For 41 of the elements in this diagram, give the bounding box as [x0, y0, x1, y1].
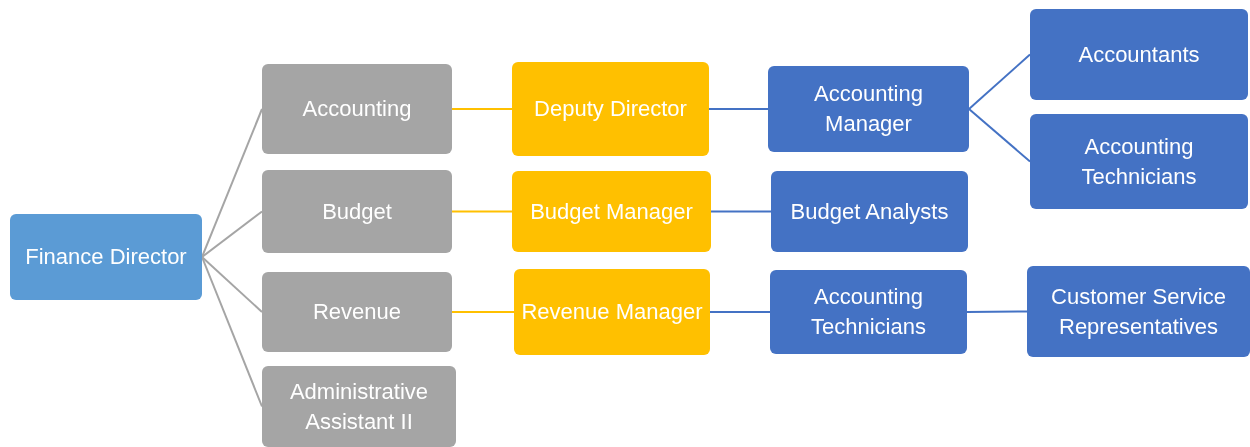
connector-line — [201, 256, 263, 408]
box-label: Budget — [322, 197, 392, 226]
box-label: Accounting Manager — [813, 80, 924, 138]
connector-line — [451, 311, 515, 313]
connector-line — [968, 108, 1031, 163]
box-label: Accounting Technicians — [1080, 132, 1198, 191]
connector-line — [966, 310, 1028, 313]
box-label: Administrative Assistant II — [288, 377, 430, 436]
box-label: Finance Director — [25, 243, 187, 271]
box-label: Accounting — [302, 95, 412, 123]
org-box — [1027, 266, 1250, 357]
box-label: Customer Service Representatives — [1050, 282, 1227, 341]
org-box — [1030, 114, 1248, 209]
box-label: Accountants — [1078, 40, 1200, 69]
connector-line — [451, 210, 513, 213]
org-box — [262, 170, 452, 253]
box-label: Budget Manager — [530, 197, 693, 226]
connector-line — [968, 53, 1031, 110]
connector-line — [201, 210, 263, 258]
org-box — [768, 66, 969, 152]
connector-line — [710, 210, 772, 213]
org-box — [10, 214, 202, 300]
connector-line — [708, 108, 769, 110]
box-label: Revenue — [312, 298, 402, 326]
org-box — [770, 270, 967, 354]
box-label: Revenue Manager — [521, 298, 703, 326]
connector-line — [201, 108, 263, 258]
org-box — [771, 171, 968, 252]
connector-line — [709, 311, 771, 313]
org-box — [262, 272, 452, 352]
connector-line — [451, 108, 513, 110]
org-box — [512, 62, 709, 156]
connector-line — [201, 256, 263, 313]
box-label: Budget Analysts — [790, 197, 949, 226]
org-box — [262, 64, 452, 154]
org-box — [1030, 9, 1248, 100]
org-box — [512, 171, 711, 252]
box-label: Accounting Technicians — [810, 283, 927, 341]
box-label: Deputy Director — [534, 95, 687, 123]
org-box — [514, 269, 710, 355]
org-box — [262, 366, 456, 447]
